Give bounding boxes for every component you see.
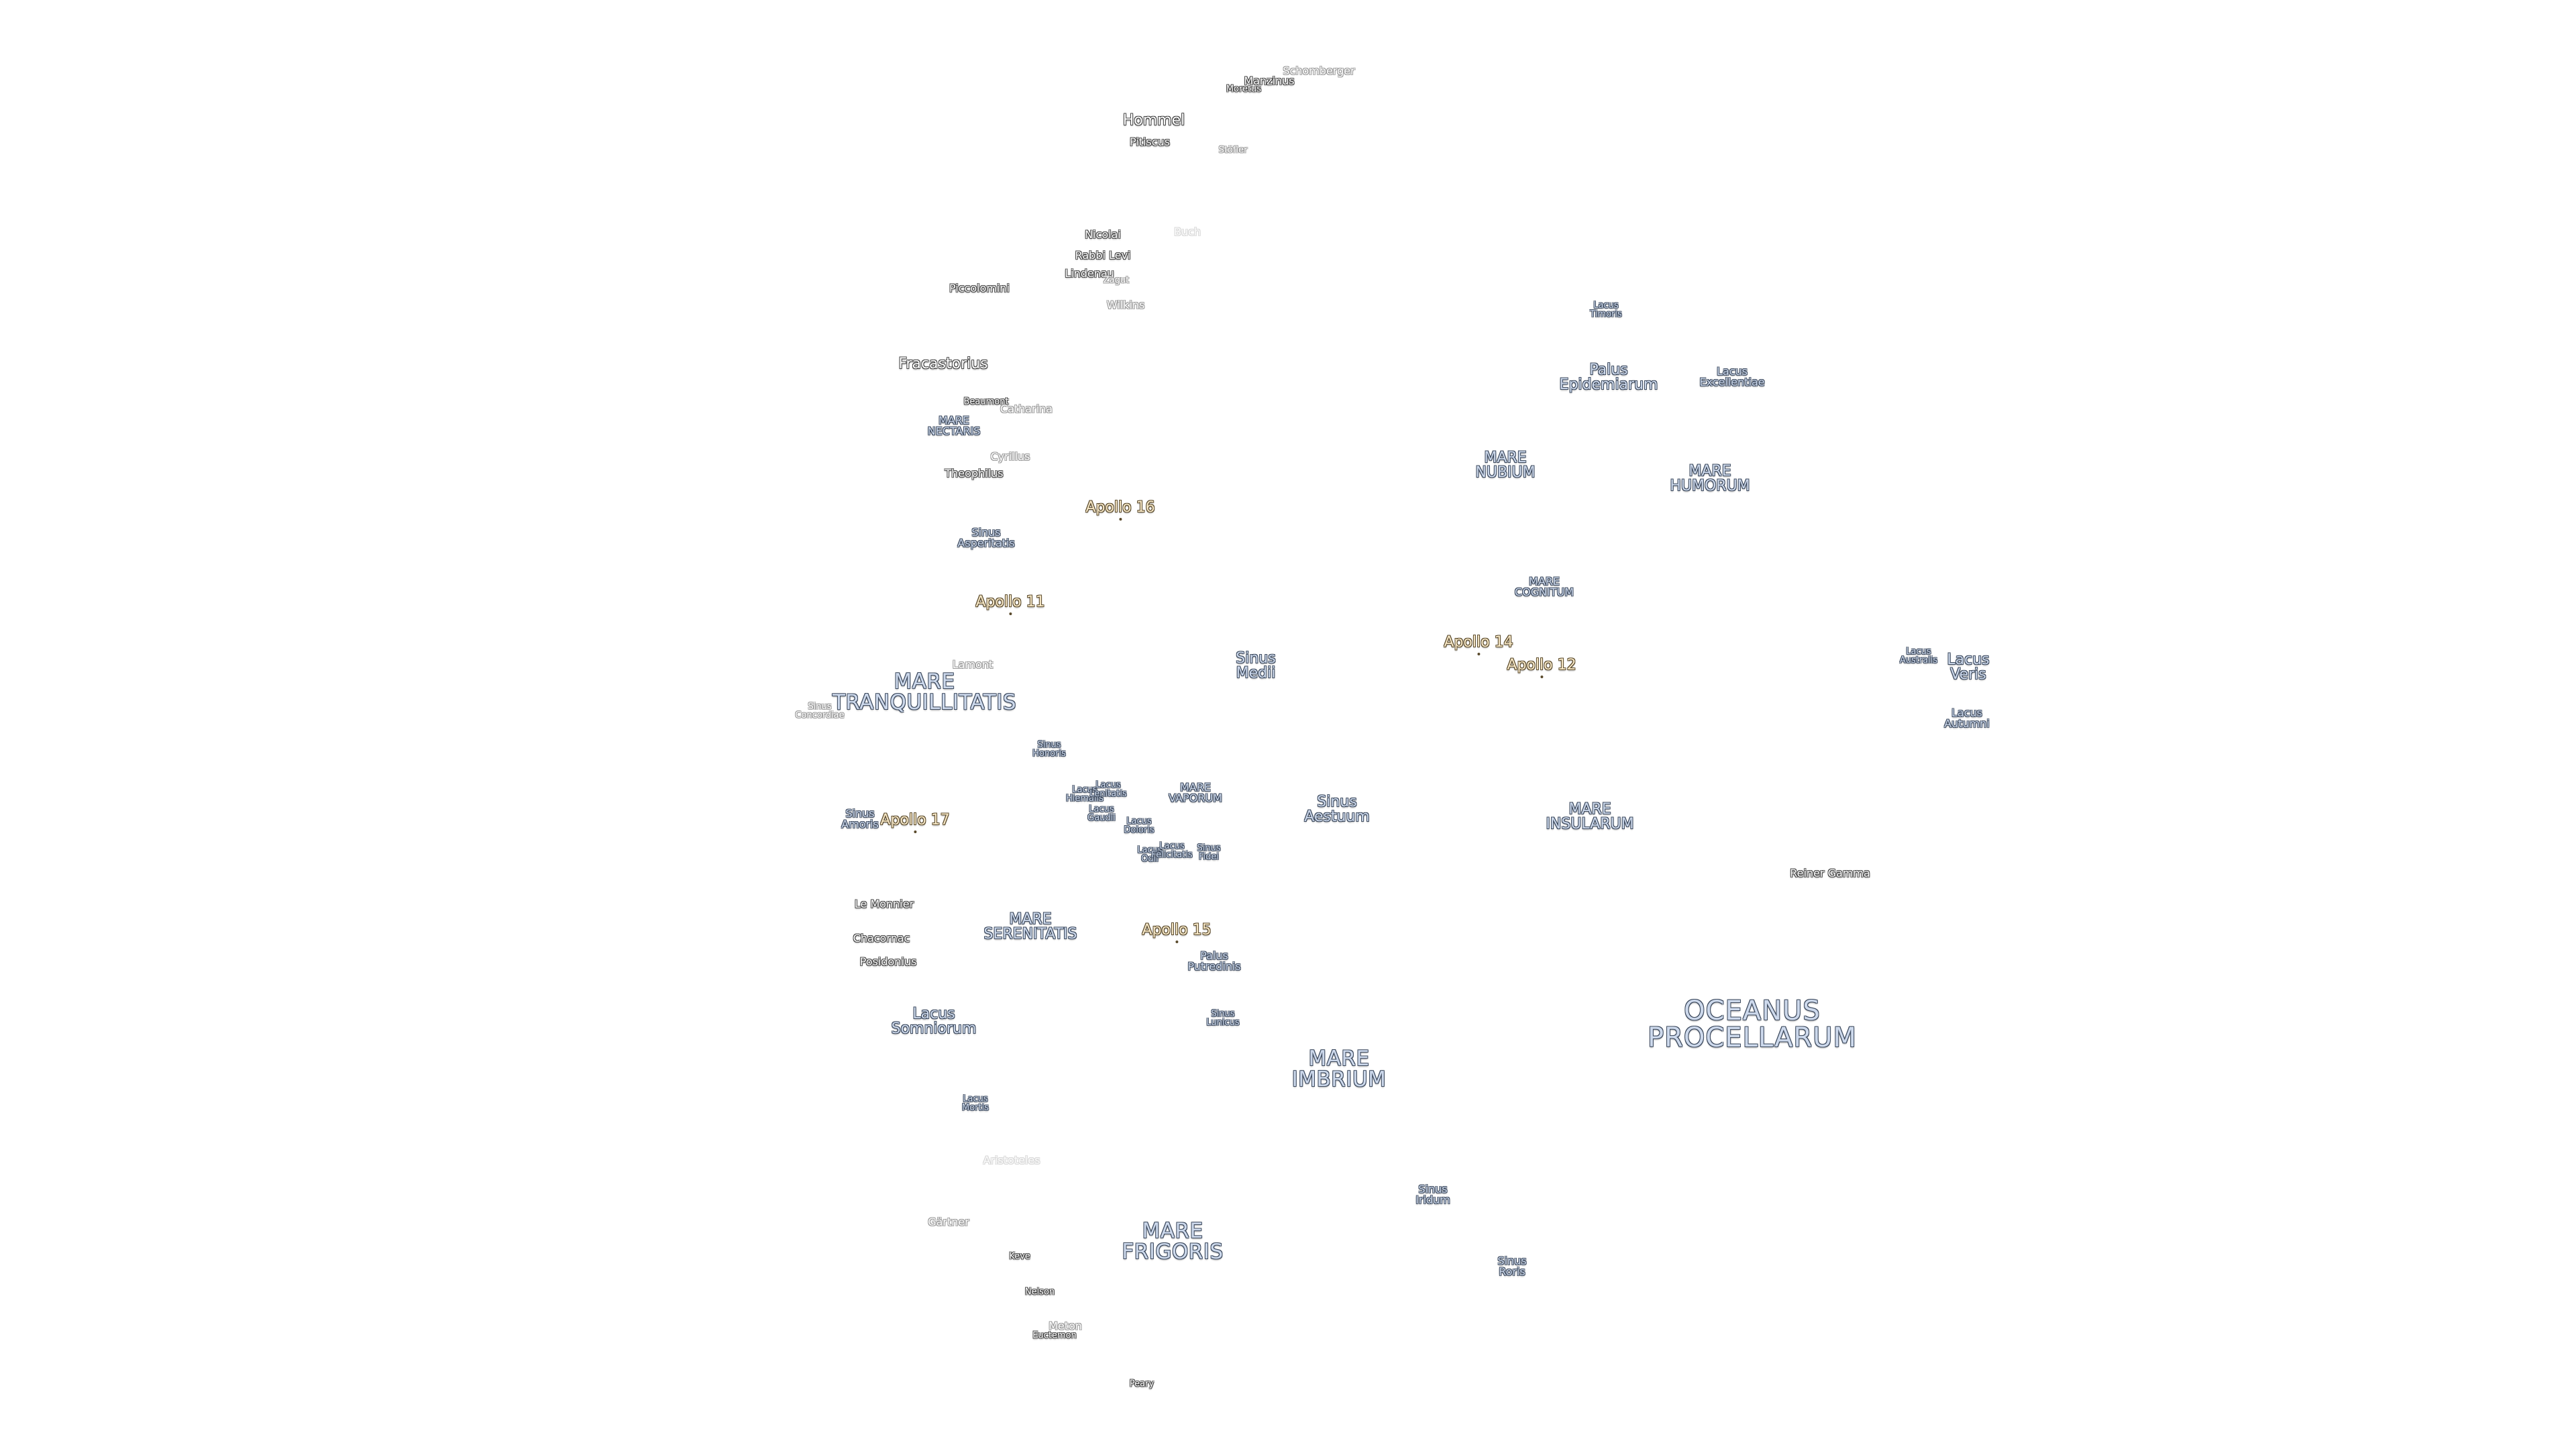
- map-label-sinus-roris: Sinus Roris: [1497, 1254, 1527, 1278]
- map-label-chacornac: Chacornac: [853, 932, 910, 945]
- map-label-keve: Keve: [1009, 1251, 1030, 1262]
- map-label-piccolomini: Piccolomini: [949, 282, 1010, 294]
- map-label-lacus-autumni: Lacus Autumni: [1944, 706, 1990, 730]
- map-label-zagut: Zagut: [1103, 275, 1130, 286]
- map-label-mare-insularum: MARE INSULARUM: [1546, 801, 1634, 833]
- map-label-mare-vaporum: MARE VAPORUM: [1169, 781, 1222, 804]
- map-label-wilkins: Wilkins: [1106, 299, 1145, 311]
- map-label-mare-imbrium: MARE IMBRIUM: [1291, 1046, 1387, 1091]
- map-label-apollo-14: Apollo 14: [1444, 635, 1513, 655]
- map-label-sinus-concordiae: Sinus Concordiae: [795, 702, 845, 720]
- map-label-lacus-australis: Lacus Australis: [1899, 647, 1938, 665]
- map-label-lacus-lenitatis: Lacus Lenitatis: [1089, 780, 1127, 799]
- map-label-palus-epidemiarum: Palus Epidemiarum: [1559, 362, 1658, 393]
- map-label-rainer-gamma: Reiner Gamma: [1790, 867, 1870, 879]
- map-label-manzinus: Manzinus: [1244, 74, 1295, 87]
- map-label-apollo-11: Apollo 11: [975, 595, 1044, 615]
- map-label-lacus-hiemalis: Lacus Hiemalis: [1065, 785, 1104, 804]
- map-label-lacus-excellentiae: Lacus Excellentiae: [1699, 365, 1765, 388]
- map-label-nicolai: Nicolai: [1085, 228, 1121, 241]
- map-label-catharina: Catharina: [1000, 402, 1053, 415]
- map-label-sinus-fidei: Sinus Fidei: [1197, 843, 1221, 862]
- map-label-sinus-medii: Sinus Medii: [1236, 650, 1276, 682]
- map-label-moretus: Moretus: [1226, 84, 1262, 95]
- map-label-lacus-timoris: Lacus Timoris: [1590, 301, 1622, 319]
- map-label-lamont: Lamont: [952, 658, 994, 671]
- map-label-apollo-12: Apollo 12: [1507, 658, 1576, 678]
- map-label-sinus-iridum: Sinus Iridum: [1415, 1183, 1450, 1206]
- map-label-euctemon: Euctemon: [1032, 1330, 1077, 1341]
- map-label-beaumont: Beaumont: [963, 396, 1009, 407]
- map-label-sinus-lunicus: Sinus Lunicus: [1206, 1009, 1240, 1028]
- map-label-hommel: Hommel: [1122, 112, 1185, 129]
- map-label-mare-humorum: MARE HUMORUM: [1670, 463, 1750, 494]
- map-label-sinus-honoris: Sinus Honoris: [1032, 740, 1066, 759]
- map-label-buch: Buch: [1173, 225, 1201, 238]
- map-label-mare-tranquillitatis: MARE TRANQUILLITATIS: [832, 669, 1017, 714]
- map-label-cyrillus: Cyrillus: [990, 450, 1030, 463]
- map-label-lacus-gaudii: Lacus Gaudii: [1087, 804, 1116, 823]
- map-label-apollo-15: Apollo 15: [1142, 923, 1211, 943]
- map-label-lacus-somniorum: Lacus Somniorum: [891, 1006, 977, 1037]
- map-label-stofler: Stöfler: [1218, 145, 1248, 156]
- map-label-rabbi-levi: Rabbi Levi: [1075, 249, 1131, 262]
- map-label-sinus-amoris: Sinus Amoris: [841, 807, 879, 830]
- map-label-apollo-16: Apollo 16: [1085, 500, 1155, 521]
- map-label-gartner: Gärtner: [928, 1216, 969, 1228]
- map-label-lacus-veris: Lacus Veris: [1947, 651, 1990, 683]
- map-label-apollo-17: Apollo 17: [880, 813, 949, 833]
- map-label-peary: Peary: [1129, 1379, 1155, 1389]
- map-label-aristoteles: Aristoteles: [983, 1154, 1040, 1167]
- map-label-pitiscus: Pitiscus: [1129, 136, 1171, 148]
- map-label-sinus-asperitatis: Sinus Asperitatis: [957, 526, 1015, 549]
- map-label-schomberger: Schomberger: [1283, 64, 1355, 77]
- map-label-mare-nectaris: MARE NECTARIS: [927, 414, 981, 437]
- map-label-meton: Meton: [1049, 1320, 1082, 1332]
- map-label-mare-nubium: MARE NUBIUM: [1475, 449, 1536, 481]
- map-label-lindenau: Lindenau: [1065, 267, 1114, 280]
- map-label-posidonius: Posidonius: [859, 955, 917, 968]
- map-label-lacus-doloris: Lacus Doloris: [1124, 816, 1155, 835]
- map-label-mare-frigoris: MARE FRIGORIS: [1122, 1219, 1224, 1264]
- map-label-lacus-odii: Lacus Odii: [1137, 845, 1163, 864]
- map-label-fracastorius: Fracastorius: [898, 356, 988, 372]
- map-label-le-monnier: Le Monnier: [854, 898, 914, 910]
- map-label-oceanus-procellarum: OCEANUS PROCELLARUM: [1647, 996, 1858, 1053]
- map-label-nelson: Nelson: [1024, 1287, 1055, 1297]
- map-label-theophilus: Theophilus: [945, 467, 1004, 480]
- map-label-palus-putredinis: Palus Putredinis: [1187, 949, 1241, 973]
- map-label-mare-cognitum: MARE COGNITUM: [1514, 575, 1574, 598]
- map-label-sinus-aestuum: Sinus Aestuum: [1304, 794, 1370, 825]
- map-label-mare-serenitatis: MARE SERENITATIS: [983, 911, 1077, 943]
- map-label-lacus-mortis: Lacus Mortis: [962, 1094, 989, 1113]
- map-label-lacus-felicitatis: Lacus Felicitatis: [1151, 841, 1193, 860]
